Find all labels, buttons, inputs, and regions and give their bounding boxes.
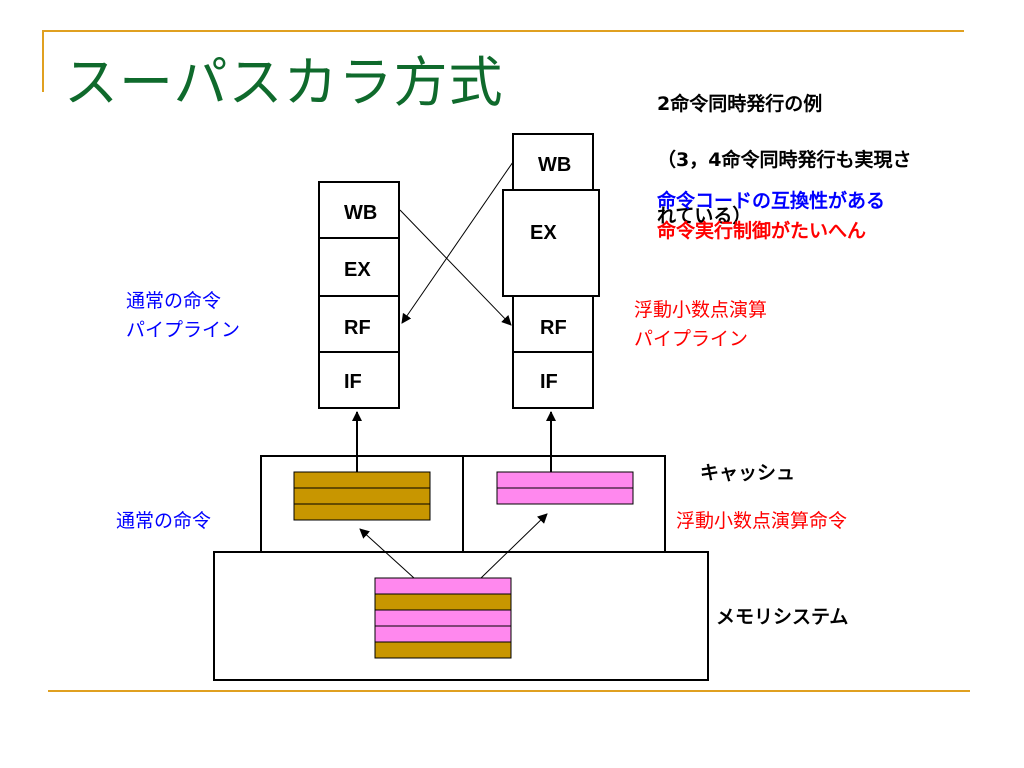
cache	[260, 455, 666, 553]
normal-stage-if: IF	[344, 371, 362, 393]
fp-stage-ex-box	[502, 189, 600, 297]
note-line-2: （3，4命令同時発行も実現さ	[657, 149, 912, 171]
bottom-rule	[48, 690, 970, 692]
wb-to-fp-rf-arrow	[399, 209, 512, 326]
memory-to-fp-cache-arrow	[480, 513, 548, 579]
normal-pipeline-label: 通常の命令 パイプライン	[126, 287, 240, 345]
normal-instr-label: 通常の命令	[116, 510, 212, 532]
fp-instr-label: 浮動小数点演算命令	[676, 510, 848, 532]
note-line-1: 2命令同時発行の例	[657, 93, 823, 115]
memory-to-normal-cache-arrow	[359, 528, 415, 579]
note-line-3: れている）	[657, 205, 752, 227]
title-top-rule	[42, 30, 964, 32]
memory-block-normal	[374, 593, 512, 611]
cache-label: キャッシュ	[700, 462, 796, 484]
normal-pipeline-label-line1: 通常の命令	[126, 290, 222, 312]
normal-instr-cache-block	[293, 471, 431, 521]
memory-block-fp	[374, 609, 512, 627]
fp-stage-ex: EX	[530, 222, 557, 244]
fp-wb-to-rf-arrow	[401, 161, 514, 324]
compat-note: 命令コードの互換性がある	[657, 190, 886, 212]
fp-pipeline-label-line2: パイプライン	[634, 328, 749, 350]
normal-pipeline-label-line2: パイプライン	[126, 319, 241, 341]
fp-pipeline: WB EX RF IF	[502, 133, 600, 409]
control-note: 命令実行制御がたいへん	[657, 220, 867, 242]
issue-note: 2命令同時発行の例 （3，4命令同時発行も実現さ れている）	[657, 62, 911, 258]
fp-stage-if: IF	[540, 371, 558, 393]
normal-pipeline: WB EX RF IF	[318, 181, 400, 409]
memory-block-normal	[374, 641, 512, 659]
memory-block-fp	[374, 625, 512, 643]
title-accent-line	[42, 30, 44, 92]
fp-pipeline-label-line1: 浮動小数点演算	[634, 299, 768, 321]
memory-label: メモリシステム	[716, 606, 849, 628]
fp-stage-rf: RF	[540, 317, 567, 339]
fp-pipeline-label: 浮動小数点演算 パイプライン	[634, 296, 767, 354]
normal-stage-ex: EX	[344, 259, 371, 281]
normal-stage-rf: RF	[344, 317, 371, 339]
normal-stage-wb: WB	[344, 202, 377, 224]
memory-block-fp	[374, 577, 512, 595]
fp-stage-wb-box	[512, 133, 594, 191]
memory-system	[213, 551, 709, 681]
page-title: スーパスカラ方式	[64, 51, 504, 114]
fp-stage-wb: WB	[538, 154, 571, 176]
